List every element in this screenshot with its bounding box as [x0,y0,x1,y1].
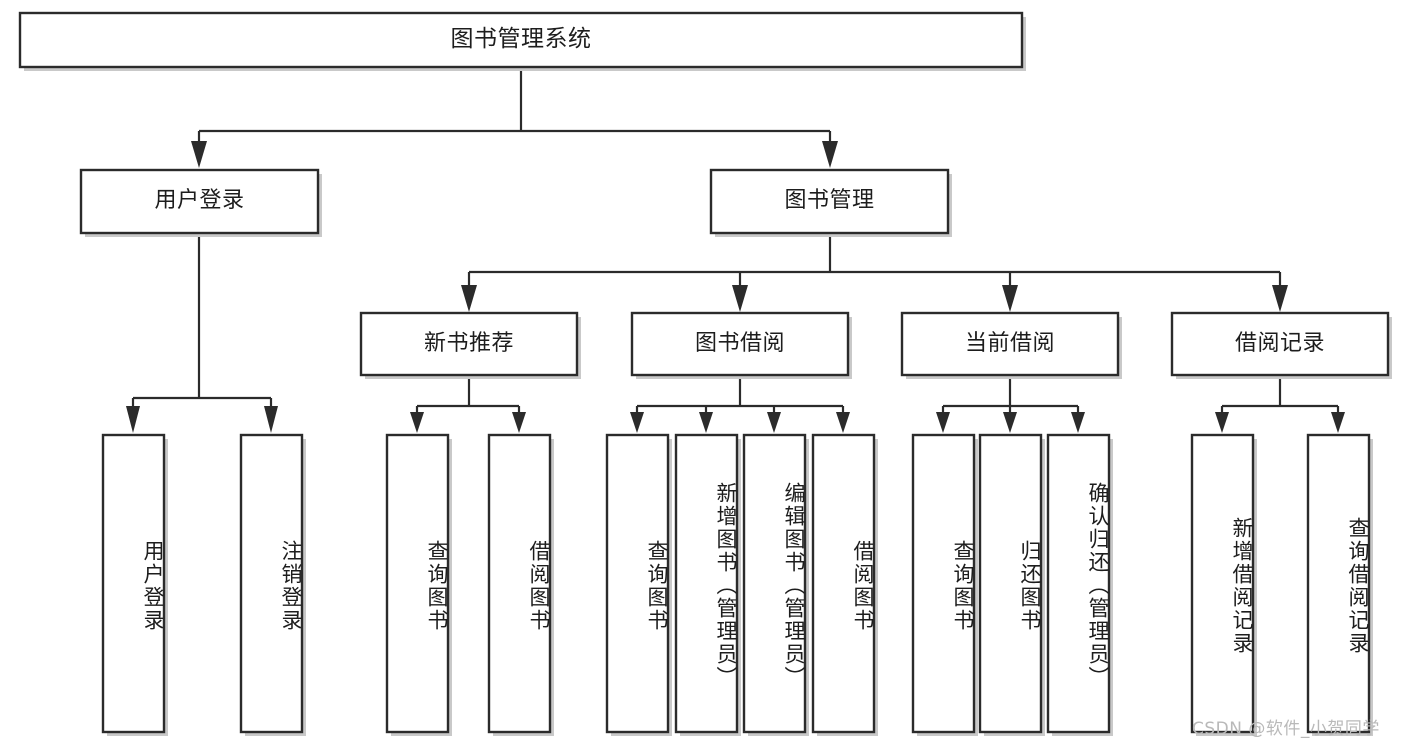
node-box-leaf-confirm-return[interactable] [1046,433,1111,734]
node-box-borrow-record[interactable] [1170,311,1390,377]
node-box-new-book-recommend[interactable] [359,311,579,377]
arrow-root-to-book-manage [822,141,838,168]
arrow-to-new-book-recommend [461,285,477,312]
node-box-root[interactable] [18,11,1024,69]
node-box-leaf-query-book-1[interactable] [385,433,450,734]
node-box-book-borrow[interactable] [630,311,850,377]
node-box-user-login[interactable] [79,168,320,235]
arrow-to-borrow-record [1272,285,1288,312]
node-box-leaf-add-book[interactable] [674,433,739,734]
arrow-to-leaf-confirm-return [1071,412,1085,433]
node-box-leaf-logout-login[interactable] [239,433,304,734]
connector-group-book-manage [461,234,1288,312]
node-box-leaf-return-book[interactable] [978,433,1043,734]
connector-group-borrow-record [1215,376,1345,433]
node-box-current-borrow[interactable] [900,311,1120,377]
connector-group-user-login [126,234,278,433]
arrow-to-leaf-edit-book [767,412,781,433]
arrow-to-leaf-add-book [699,412,713,433]
arrow-to-leaf-user-login [126,406,140,433]
node-box-leaf-query-book-2[interactable] [605,433,670,734]
arrow-to-leaf-query-book-3 [936,412,950,433]
node-box-leaf-add-record[interactable] [1190,433,1255,734]
node-box-leaf-user-login[interactable] [101,433,166,734]
arrow-to-leaf-add-record [1215,412,1229,433]
node-box-leaf-query-book-3[interactable] [911,433,976,734]
arrow-to-leaf-return-book [1003,412,1017,433]
arrow-to-leaf-borrow-book-2 [836,412,850,433]
node-box-book-manage[interactable] [709,168,950,235]
node-box-leaf-borrow-book-2[interactable] [811,433,876,734]
node-box-leaf-edit-book[interactable] [742,433,807,734]
arrow-to-book-borrow [732,285,748,312]
arrow-to-leaf-query-record [1331,412,1345,433]
node-box-leaf-query-record[interactable] [1306,433,1371,734]
connector-group-root [191,70,838,168]
arrow-to-leaf-logout-login [264,406,278,433]
connector-group-new-book-recommend [410,376,526,433]
arrow-to-leaf-borrow-book-1 [512,412,526,433]
arrow-to-leaf-query-book-1 [410,412,424,433]
arrow-to-leaf-query-book-2 [630,412,644,433]
connector-group-book-borrow [630,376,850,433]
connector-group-current-borrow [936,376,1085,433]
arrow-root-to-user-login [191,141,207,168]
node-box-leaf-borrow-book-1[interactable] [487,433,552,734]
arrow-to-current-borrow [1002,285,1018,312]
